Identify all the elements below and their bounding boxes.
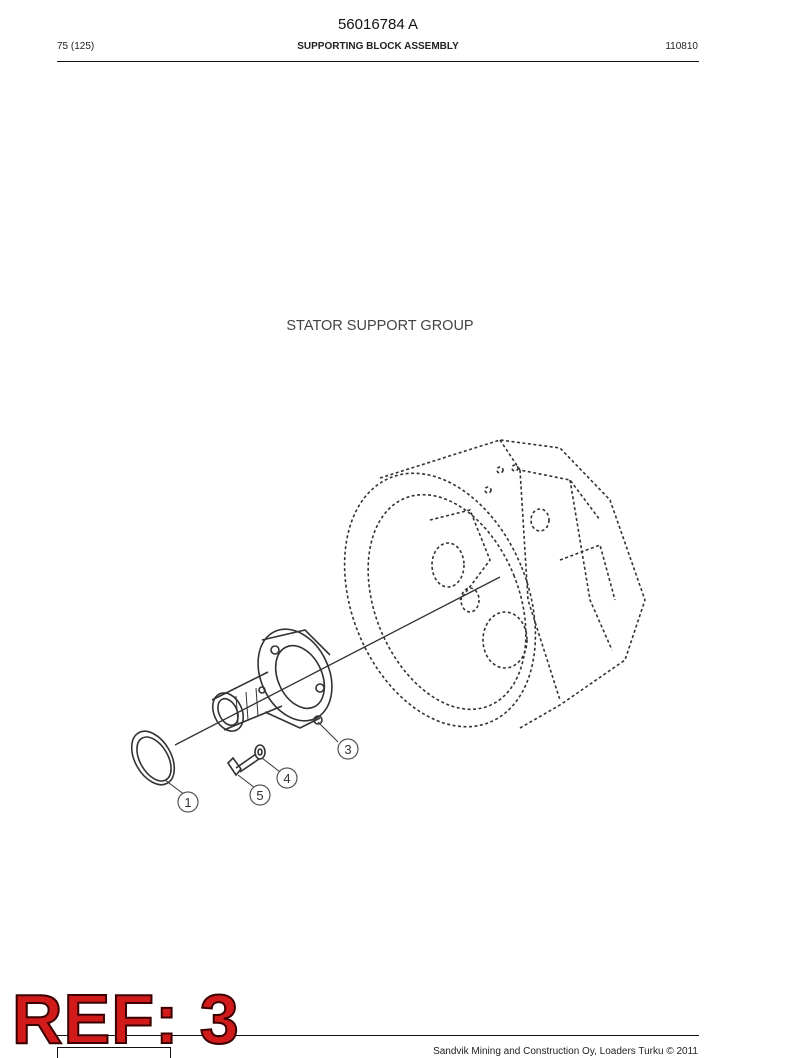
footer-divider bbox=[57, 1035, 699, 1036]
callout-3 bbox=[337, 738, 359, 760]
callout-label-1: 1 bbox=[184, 795, 191, 810]
doc-number: 56016784 A bbox=[337, 16, 419, 33]
transmission-housing bbox=[343, 439, 646, 729]
leader-lines bbox=[164, 721, 339, 796]
stator-support bbox=[211, 628, 333, 732]
page-number: 75 (125) bbox=[57, 41, 95, 52]
bolt bbox=[226, 753, 260, 777]
figure-title: STATOR SUPPORT GROUP bbox=[286, 318, 474, 334]
copyright-footer: Sandvik Mining and Construction Oy, Load… bbox=[433, 1046, 698, 1057]
callout-label-3: 3 bbox=[344, 742, 351, 757]
assembly-axis bbox=[174, 576, 501, 746]
washer bbox=[254, 744, 266, 760]
callout-label-4: 4 bbox=[283, 771, 290, 786]
snap-ring bbox=[130, 730, 176, 786]
callout-5 bbox=[249, 784, 271, 806]
callout-label-5: 5 bbox=[256, 788, 263, 803]
callout-1 bbox=[177, 791, 199, 813]
document-code: 110810 bbox=[665, 41, 698, 52]
ref-stamp: REF: 3 bbox=[11, 980, 240, 1058]
header-divider bbox=[57, 61, 699, 62]
section-title: SUPPORTING BLOCK ASSEMBLY bbox=[297, 41, 459, 52]
callout-4 bbox=[276, 767, 298, 789]
